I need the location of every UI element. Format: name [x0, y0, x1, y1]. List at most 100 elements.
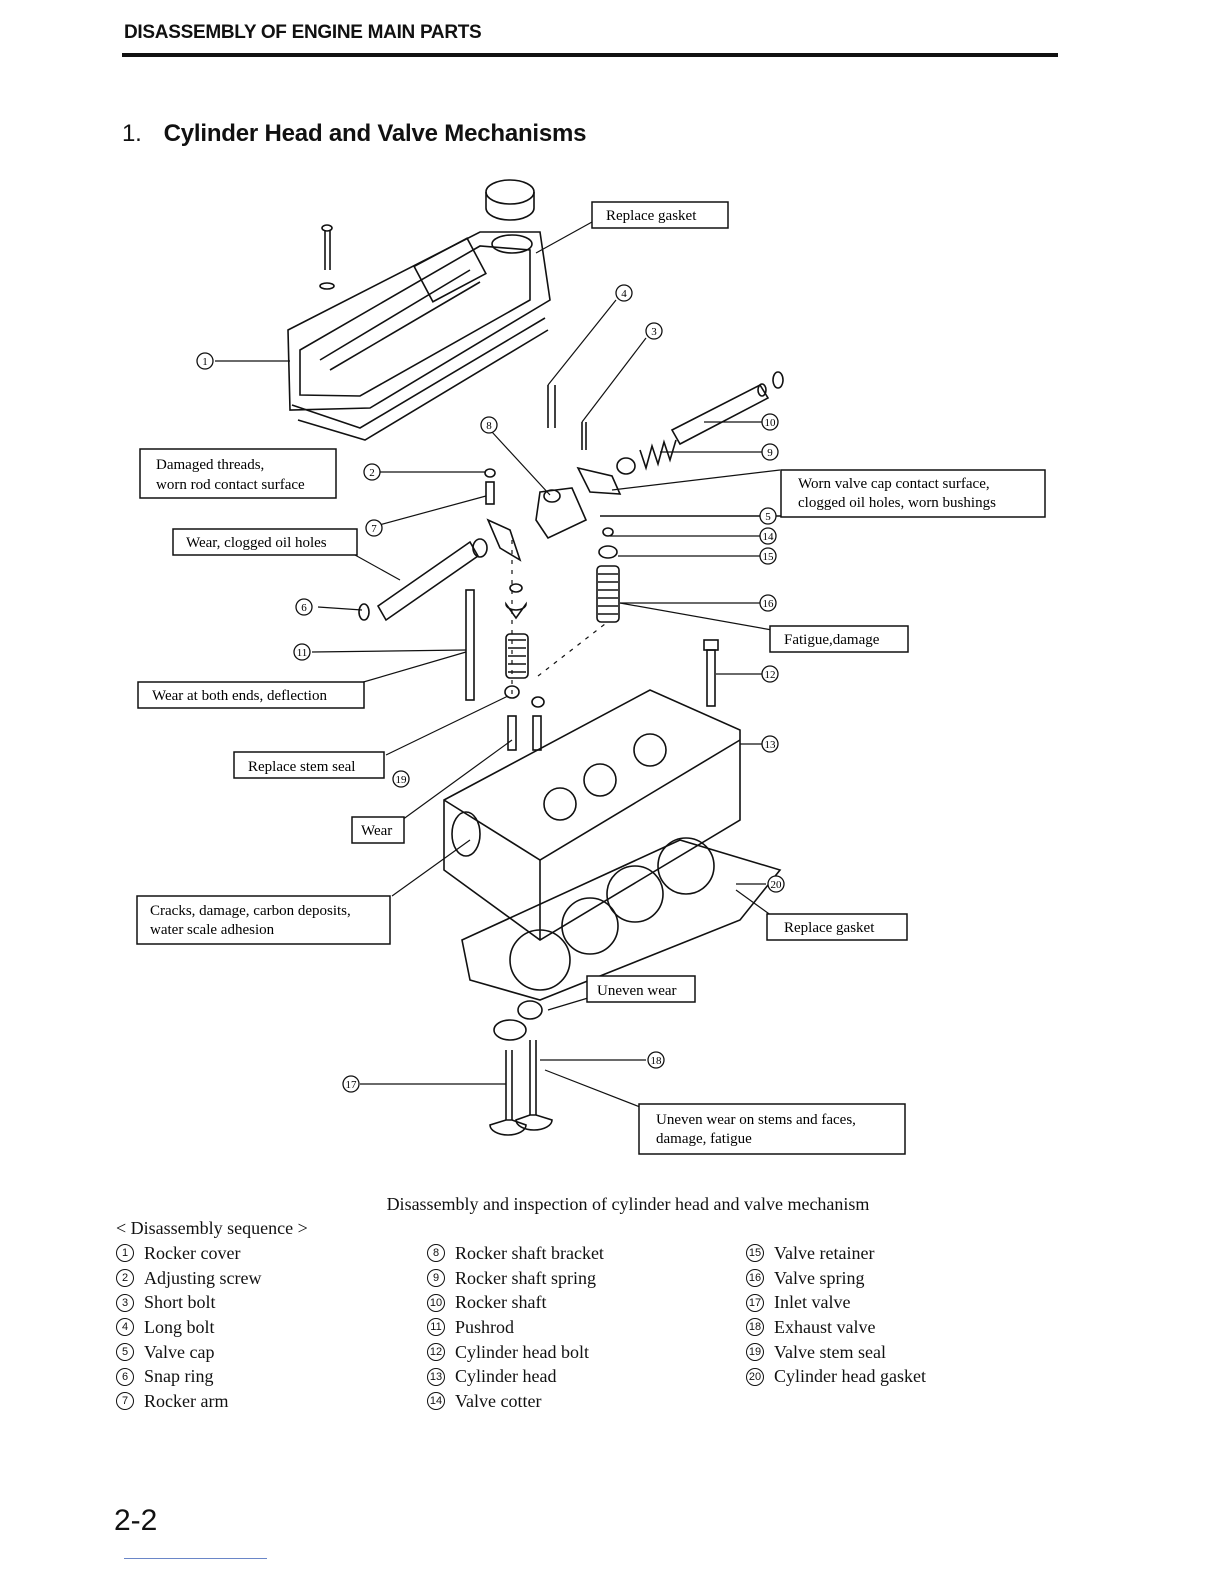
svg-text:3: 3 [651, 326, 657, 338]
callout-uneven-stems: Uneven wear on stems and faces, damage, … [638, 1103, 906, 1155]
svg-text:17: 17 [346, 1079, 358, 1091]
marker-6: 6 [295, 598, 313, 616]
part-name: Exhaust valve [774, 1316, 876, 1337]
part-number: 18 [746, 1318, 764, 1337]
svg-text:20: 20 [771, 879, 783, 891]
callout-replace-gasket-top: Replace gasket [591, 201, 729, 229]
rocker-shaft-right [670, 383, 770, 446]
callout-replace-gasket-bottom: Replace gasket [766, 913, 908, 941]
list-item: 18 Exhaust valve [746, 1315, 926, 1340]
exploded-diagram-svg: 1 2 3 4 5 6 7 8 9 10 11 12 13 14 15 16 1… [136, 179, 1046, 1155]
list-item: 19 Valve stem seal [746, 1340, 926, 1365]
part-name: Rocker shaft [455, 1292, 547, 1313]
marker-18: 18 [647, 1051, 665, 1069]
part-name: Rocker shaft bracket [455, 1242, 604, 1263]
marker-10: 10 [761, 413, 779, 431]
svg-text:14: 14 [763, 531, 775, 543]
part-number: 13 [427, 1367, 445, 1386]
part-name: Snap ring [144, 1366, 214, 1387]
svg-text:5: 5 [765, 511, 771, 523]
callout-labels: Replace gasket Damaged threads, worn rod… [136, 201, 1046, 1155]
rocker-bracket [535, 487, 588, 540]
valve-retainer-left [505, 601, 527, 620]
callout-wear: Wear [351, 816, 405, 844]
marker-8: 8 [480, 416, 498, 434]
svg-text:clogged oil holes, worn bushin: clogged oil holes, worn bushings [798, 495, 996, 511]
svg-text:Replace gasket: Replace gasket [606, 208, 697, 224]
rocker-arm-left [486, 518, 522, 562]
part-name: Rocker arm [144, 1390, 229, 1411]
svg-text:Replace gasket: Replace gasket [784, 920, 875, 936]
part-number: 19 [746, 1343, 764, 1362]
svg-text:16: 16 [763, 598, 775, 610]
valve-spring-left [505, 633, 529, 679]
part-name: Inlet valve [774, 1292, 851, 1313]
part-name: Valve spring [774, 1267, 865, 1288]
section-title-text: Cylinder Head and Valve Mechanisms [163, 120, 587, 147]
part-number: 3 [116, 1293, 134, 1312]
list-item: 3 Short bolt [116, 1290, 261, 1315]
svg-text:Worn valve cap contact surface: Worn valve cap contact surface, [798, 476, 990, 492]
pushrod [465, 589, 475, 701]
part-number: 20 [746, 1367, 764, 1386]
marker-19: 19 [392, 770, 410, 788]
marker-14: 14 [759, 527, 777, 545]
part-name: Valve stem seal [774, 1341, 886, 1362]
svg-text:damage, fatigue: damage, fatigue [656, 1131, 752, 1147]
svg-text:worn rod contact surface: worn rod contact surface [156, 477, 305, 493]
list-item: 11 Pushrod [427, 1315, 604, 1340]
marker-20: 20 [767, 875, 785, 893]
svg-text:6: 6 [301, 602, 307, 614]
part-number: 11 [427, 1318, 445, 1337]
part-name: Long bolt [144, 1316, 215, 1337]
list-item: 13 Cylinder head [427, 1364, 604, 1389]
callout-damaged-threads: Damaged threads, worn rod contact surfac… [139, 448, 337, 499]
part-name: Valve retainer [774, 1242, 875, 1263]
svg-text:Damaged threads,: Damaged threads, [156, 457, 264, 473]
list-item: 4 Long bolt [116, 1315, 261, 1340]
marker-1: 1 [196, 352, 214, 370]
callout-uneven-wear: Uneven wear [586, 975, 696, 1003]
callout-worn-valve-cap: Worn valve cap contact surface, clogged … [780, 469, 1046, 518]
list-item: 10 Rocker shaft [427, 1290, 604, 1315]
svg-text:11: 11 [297, 647, 308, 659]
callout-fatigue-damage: Fatigue,damage [769, 625, 909, 653]
part-number: 7 [116, 1392, 134, 1411]
rocker-cover [287, 231, 551, 411]
svg-text:Uneven wear: Uneven wear [597, 983, 677, 999]
exploded-diagram: 1 2 3 4 5 6 7 8 9 10 11 12 13 14 15 16 1… [0, 160, 1224, 1180]
part-name: Cylinder head gasket [774, 1366, 926, 1387]
rocker-arm-right [576, 466, 622, 495]
svg-text:Wear at both ends, deflection: Wear at both ends, deflection [152, 688, 327, 704]
list-item: 20 Cylinder head gasket [746, 1364, 926, 1389]
leader-lines [215, 221, 781, 1108]
marker-12: 12 [761, 665, 779, 683]
callout-cracks: Cracks, damage, carbon deposits, water s… [136, 895, 391, 945]
sequence-title: < Disassembly sequence > [116, 1218, 308, 1238]
marker-15: 15 [759, 547, 777, 565]
callout-replace-stem-seal: Replace stem seal [233, 751, 385, 779]
part-number: 4 [116, 1318, 134, 1337]
marker-7: 7 [365, 519, 383, 537]
callout-wear-both-ends: Wear at both ends, deflection [137, 681, 365, 709]
running-header: DISASSEMBLY OF ENGINE MAIN PARTS [124, 22, 482, 43]
marker-11: 11 [293, 643, 311, 661]
svg-text:water scale adhesion: water scale adhesion [150, 922, 275, 938]
part-number: 12 [427, 1343, 445, 1362]
part-name: Short bolt [144, 1292, 216, 1313]
part-name: Pushrod [455, 1316, 515, 1337]
svg-text:Replace stem seal: Replace stem seal [248, 759, 355, 775]
svg-text:8: 8 [486, 420, 492, 432]
section-number: 1. [122, 120, 142, 147]
part-number: 10 [427, 1293, 445, 1312]
part-name: Cylinder head [455, 1366, 557, 1387]
svg-text:9: 9 [767, 447, 773, 459]
